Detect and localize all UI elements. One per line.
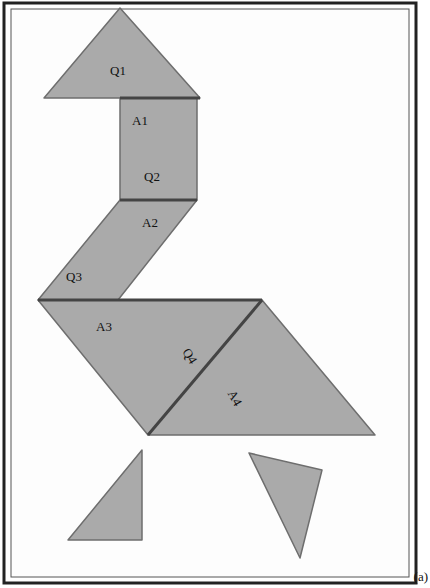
small-triangle: [44, 8, 200, 98]
joint-line: [120, 97, 200, 100]
part-label: Q3: [66, 270, 82, 283]
subfigure-label: (a): [414, 570, 428, 583]
part-label: Q2: [144, 170, 160, 183]
small-triangle: [249, 453, 322, 558]
parallelogram: [38, 200, 197, 300]
inner-frame: [11, 9, 409, 577]
joint-line: [148, 300, 262, 435]
small-triangle: [68, 450, 142, 540]
joint-line: [120, 199, 197, 202]
part-label: A2: [142, 216, 158, 229]
joint-line: [38, 299, 262, 302]
part-label: Q1: [110, 64, 126, 77]
large-triangle: [148, 300, 375, 435]
square: [120, 98, 197, 200]
part-label: A3: [96, 320, 112, 333]
part-label: A1: [132, 114, 148, 127]
outer-frame: [4, 3, 416, 583]
